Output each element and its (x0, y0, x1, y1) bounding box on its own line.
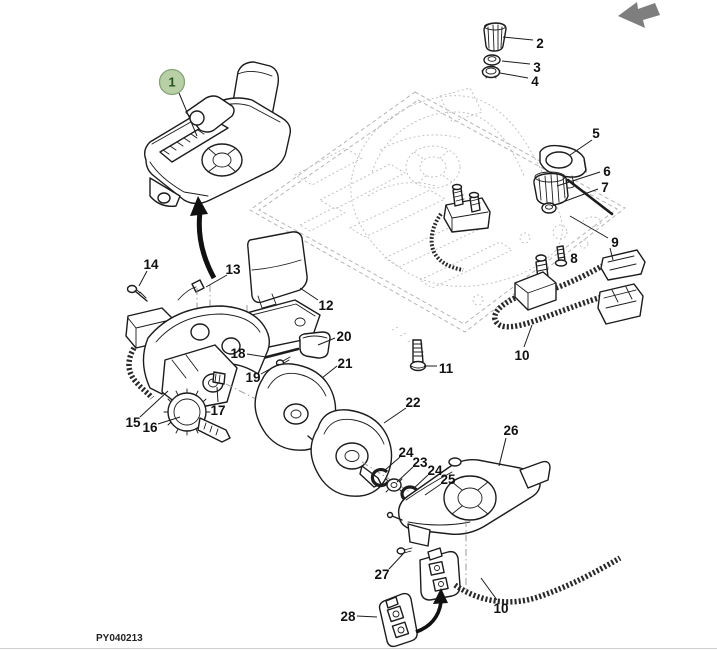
callout-24-b[interactable]: 24 (427, 463, 443, 478)
callout-14[interactable]: 14 (143, 257, 159, 272)
knob-2 (483, 22, 507, 52)
housing-bracket-15 (142, 305, 271, 411)
cover-20 (298, 331, 331, 359)
switch-28 (378, 592, 418, 648)
callout-18[interactable]: 18 (230, 346, 246, 361)
bezel-5 (539, 144, 587, 189)
control-console-assembly-1 (143, 61, 292, 207)
assembly-direction-arrow-upper (190, 196, 217, 280)
callout-20[interactable]: 20 (336, 329, 351, 344)
callout-13[interactable]: 13 (225, 262, 241, 277)
pointer-stroke (566, 178, 614, 216)
callout-23[interactable]: 23 (412, 455, 428, 470)
callout-12[interactable]: 12 (318, 298, 333, 313)
callout-22[interactable]: 22 (405, 395, 420, 410)
spring-pin-13 (177, 279, 205, 301)
callouts: 1 2 3 4 5 6 7 8 9 10 11 12 13 14 15 16 1… (125, 36, 618, 624)
lower-housing-26 (386, 457, 551, 547)
callout-4[interactable]: 4 (531, 74, 539, 89)
callout-10-right[interactable]: 10 (514, 348, 529, 363)
callout-1[interactable]: 1 (168, 75, 175, 90)
lock-washer-23 (385, 478, 403, 493)
bushing-17 (212, 371, 226, 385)
sensor-and-harness-right (492, 249, 646, 330)
callout-19[interactable]: 19 (245, 370, 260, 385)
nut-4 (481, 65, 501, 79)
leader-lines (138, 36, 614, 618)
callout-24-a[interactable]: 24 (398, 445, 414, 460)
knob-6 (533, 171, 569, 206)
callout-1-badge[interactable] (158, 68, 186, 96)
screw-14 (126, 284, 148, 302)
callout-7[interactable]: 7 (601, 180, 609, 195)
cam-disc-22 (310, 409, 393, 497)
callout-21[interactable]: 21 (337, 356, 353, 371)
callout-3[interactable]: 3 (533, 60, 541, 75)
cover-12 (247, 231, 308, 309)
callout-17[interactable]: 17 (210, 403, 225, 418)
callout-9[interactable]: 9 (611, 235, 619, 250)
snap-ring-24a (370, 467, 390, 488)
neutral-start-switch (429, 183, 491, 272)
callout-10-bottom[interactable]: 10 (493, 601, 508, 616)
callout-25[interactable]: 25 (440, 472, 456, 487)
callout-28[interactable]: 28 (340, 609, 356, 624)
callout-26[interactable]: 26 (503, 423, 519, 438)
cam-disc-21 (254, 363, 337, 451)
callout-6[interactable]: 6 (603, 164, 611, 179)
callout-8[interactable]: 8 (570, 251, 578, 266)
back-arrow-icon[interactable] (618, 2, 660, 28)
callout-27[interactable]: 27 (374, 567, 389, 582)
washer-3 (483, 54, 501, 66)
callout-2[interactable]: 2 (536, 36, 544, 51)
gear-16 (163, 388, 231, 443)
screw-27 (396, 547, 413, 555)
harness-bottom-10 (453, 555, 622, 605)
phantom-console (350, 87, 563, 287)
phantom-platform (249, 91, 626, 343)
nut-7 (541, 202, 557, 214)
bolt-11 (409, 339, 427, 372)
callout-11[interactable]: 11 (439, 361, 454, 376)
image-code: PY040213 (96, 633, 143, 644)
assembly-direction-arrow-lower (415, 588, 448, 634)
screw-8 (554, 245, 568, 267)
callout-15[interactable]: 15 (125, 415, 141, 430)
callout-16[interactable]: 16 (142, 420, 158, 435)
callout-5[interactable]: 5 (592, 126, 600, 141)
connector-bottom (419, 547, 461, 601)
